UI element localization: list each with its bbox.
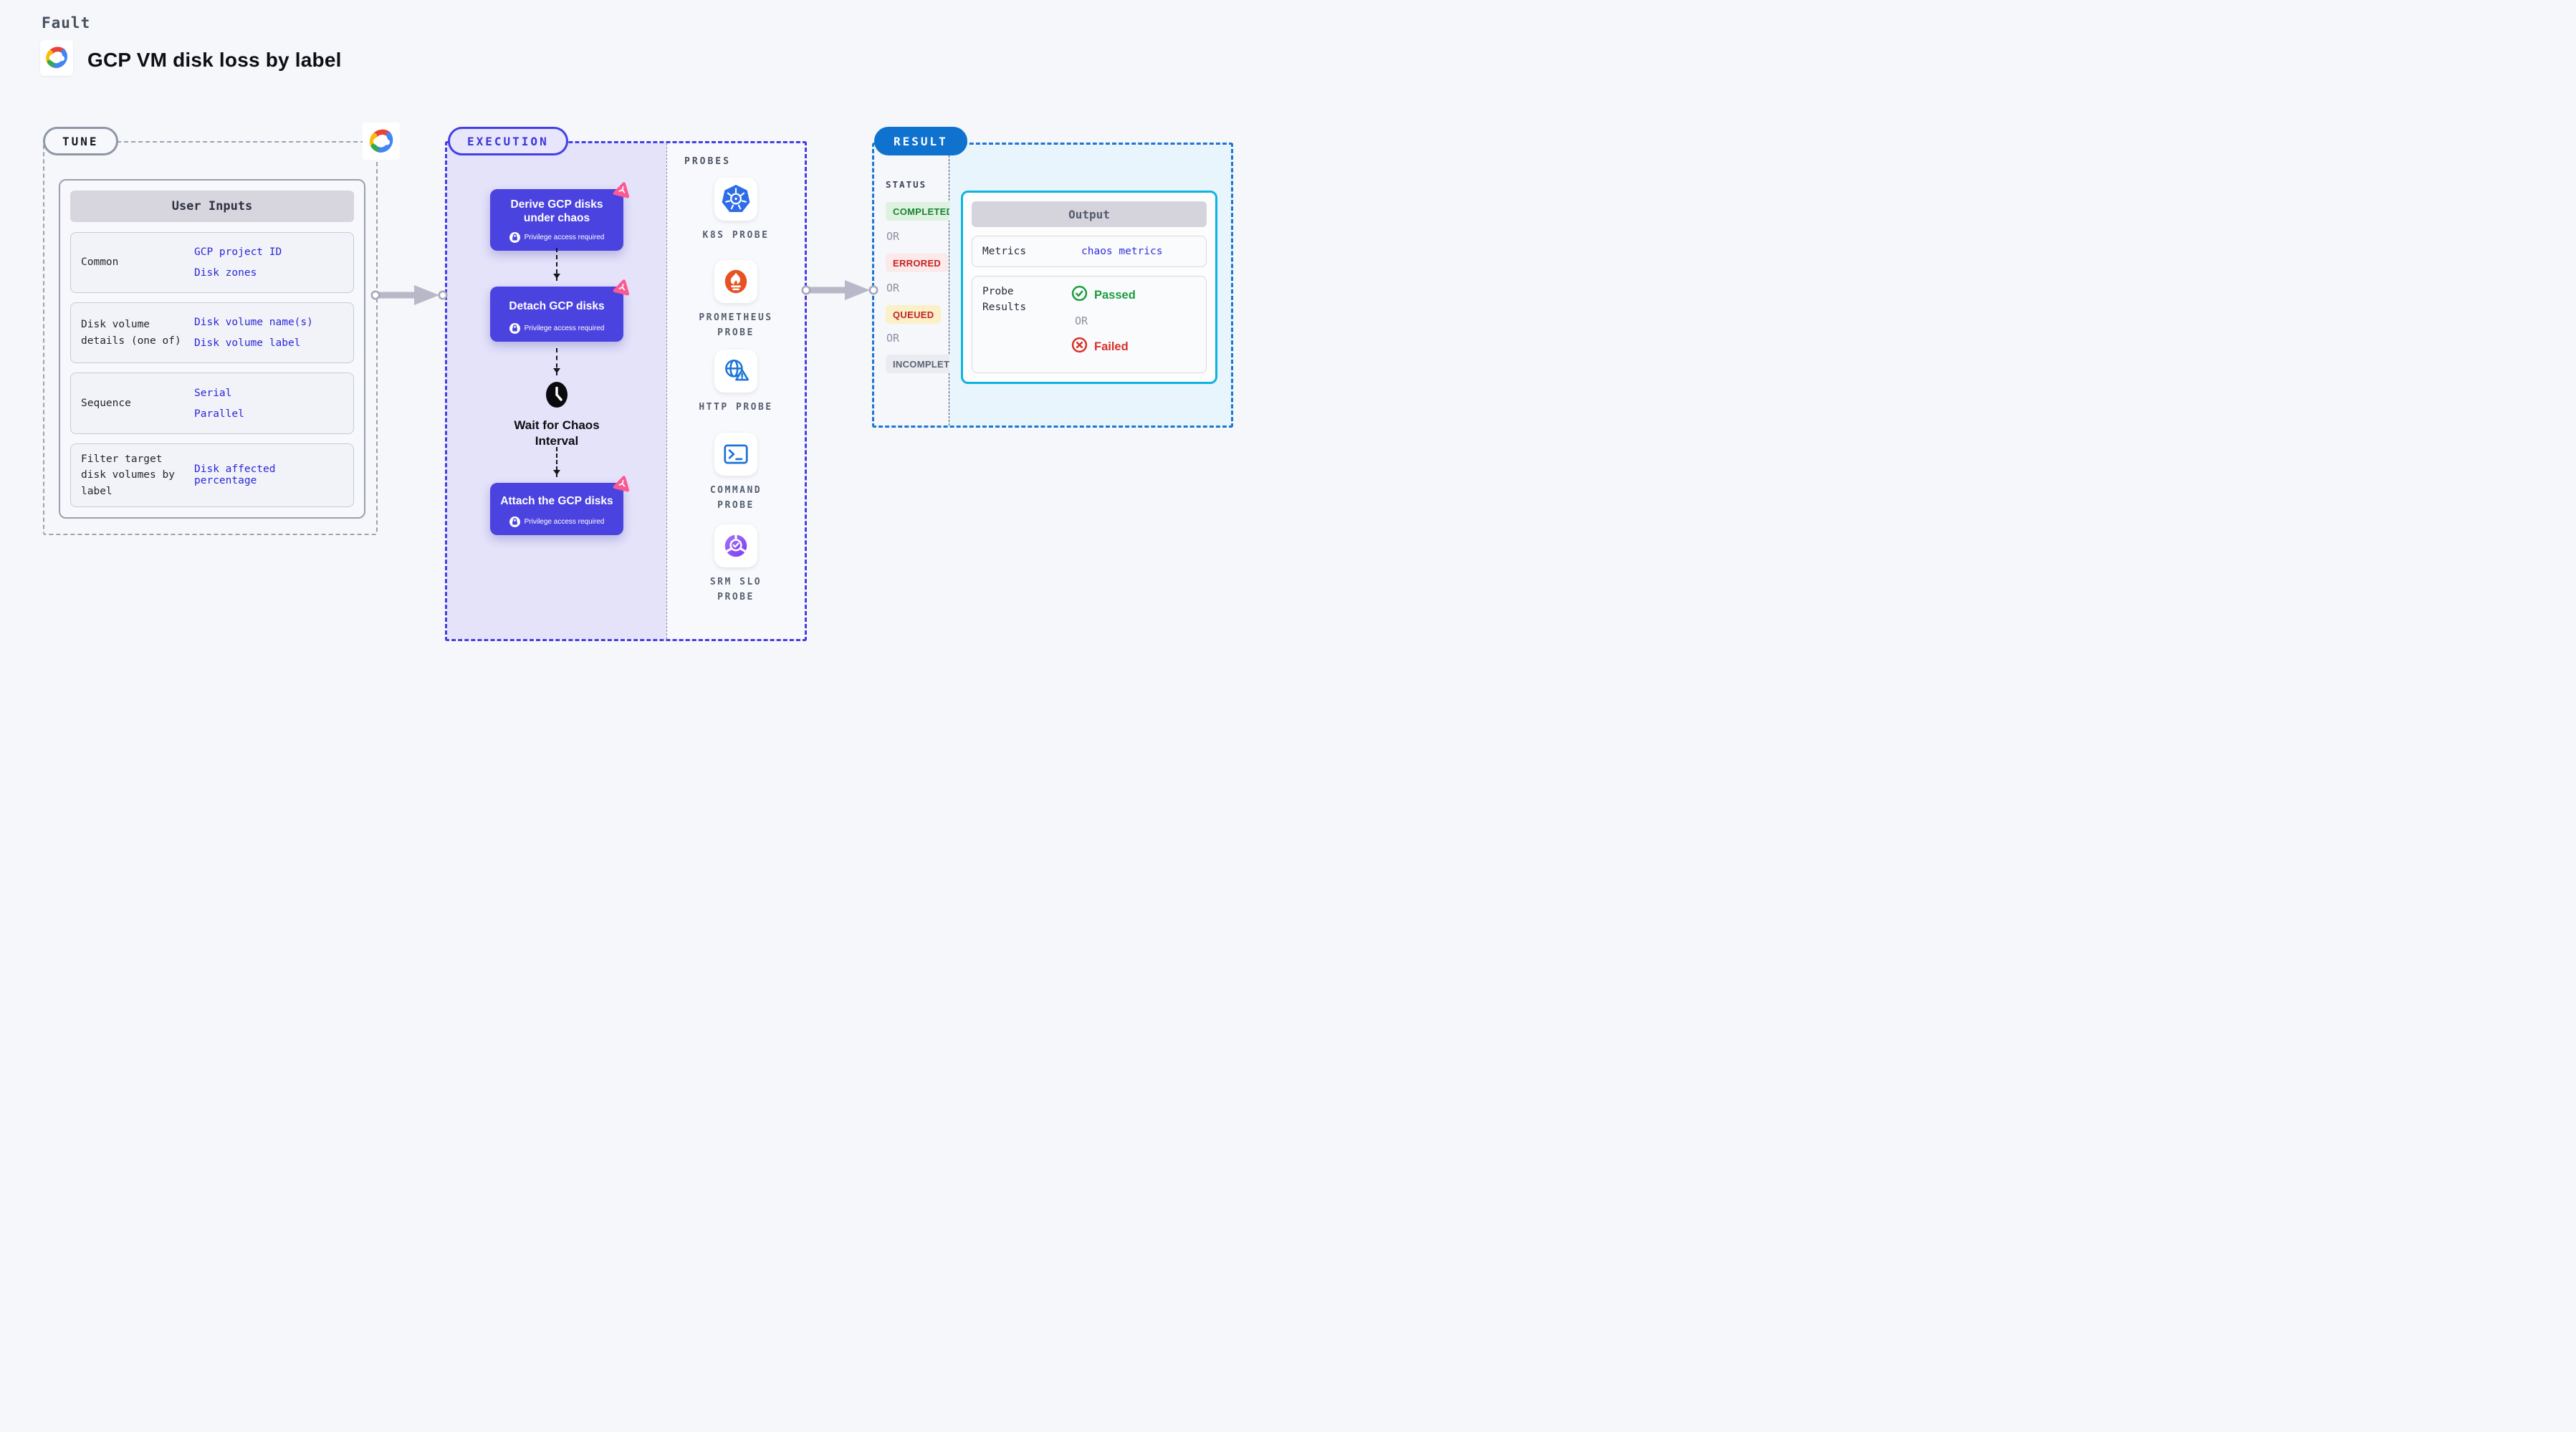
step-title: Detach GCP disks — [509, 300, 605, 312]
terminal-icon — [714, 433, 757, 476]
or-separator: OR — [886, 282, 900, 294]
user-inputs-header: User Inputs — [70, 191, 354, 222]
execution-badge: EXECUTION — [448, 127, 568, 155]
input-link[interactable]: Parallel — [194, 408, 244, 420]
probe-label: K8S PROBE — [702, 230, 770, 241]
row-label: Filter target disk volumes by label — [81, 453, 175, 497]
gcp-cloud-icon — [366, 126, 396, 157]
privilege-note: Privilege access required — [524, 325, 605, 333]
input-link[interactable]: Disk zones — [194, 267, 257, 279]
privilege-note: Privilege access required — [524, 233, 605, 241]
step-attach-gcp-disks: Attach the GCP disks Privilege access re… — [490, 476, 630, 536]
status-badge-completed: COMPLETED — [886, 202, 961, 221]
lock-icon — [509, 516, 520, 528]
output-card: Output Metrics chaos metrics Probe Resul… — [961, 191, 1217, 384]
probe-results-row: Probe Results Passed OR — [972, 276, 1207, 373]
status-badge-queued: QUEUED — [886, 305, 942, 324]
step-detach-gcp-disks: Detach GCP disks Privilege access requir… — [490, 279, 630, 342]
chaos-icon — [613, 474, 632, 497]
probe-label: COMMAND PROBE — [709, 485, 762, 511]
output-header: Output — [972, 201, 1207, 227]
lock-icon — [509, 231, 520, 243]
status-title: STATUS — [886, 179, 927, 190]
execution-to-result-arrow — [801, 280, 878, 300]
chaos-icon — [613, 181, 632, 203]
fault-eyebrow: Fault — [42, 14, 91, 32]
input-link[interactable]: Disk affected percentage — [194, 463, 276, 487]
flow-connector — [553, 348, 560, 375]
result-section: STATUS COMPLETED OR ERRORED OR QUEUED OR… — [872, 143, 1233, 428]
or-separator: OR — [886, 230, 900, 243]
probe-label: PROMETHEUS PROBE — [699, 312, 773, 338]
http-globe-icon — [714, 350, 757, 393]
probes-title: PROBES — [684, 156, 731, 167]
wait-step: Wait for Chaos Interval — [447, 380, 666, 449]
execution-section: Derive GCP disks under chaos Privilege a… — [445, 141, 807, 641]
probe-command: COMMAND PROBE — [667, 433, 805, 514]
step-title: Attach the GCP disks — [500, 495, 613, 507]
probes-panel: PROBES K8S PROBE — [666, 143, 805, 639]
check-circle-icon — [1071, 285, 1088, 305]
input-link[interactable]: Serial — [194, 387, 232, 399]
tune-section — [43, 141, 378, 535]
chaos-icon — [613, 278, 632, 301]
input-link[interactable]: Disk volume name(s) — [194, 317, 313, 329]
lock-icon — [509, 323, 520, 335]
status-badge-errored: ERRORED — [886, 254, 949, 272]
or-separator: OR — [1075, 314, 1088, 327]
privilege-note: Privilege access required — [524, 518, 605, 527]
failed-line: Failed — [1071, 337, 1136, 357]
user-inputs-card: User Inputs Common GCP project ID Disk z… — [59, 179, 365, 519]
or-separator: OR — [886, 332, 900, 345]
metrics-label: Metrics — [982, 245, 1027, 257]
x-circle-icon — [1071, 337, 1088, 357]
failed-label: Failed — [1094, 340, 1129, 353]
gcp-cloud-icon — [43, 44, 70, 72]
execution-flow-panel: Derive GCP disks under chaos Privilege a… — [447, 143, 666, 639]
gcp-logo-card — [40, 40, 73, 76]
user-inputs-rows: Common GCP project ID Disk zones Disk vo… — [70, 232, 354, 508]
probe-label: SRM SLO PROBE — [709, 577, 762, 602]
tune-gcp-card — [363, 122, 400, 160]
table-row: Filter target disk volumes by label Disk… — [70, 443, 354, 508]
probe-results-label: Probe Results — [982, 286, 1027, 314]
result-badge: RESULT — [874, 127, 967, 155]
probe-srm-slo: SRM SLO PROBE — [667, 524, 805, 605]
wait-step-label: Wait for Chaos Interval — [514, 418, 600, 448]
table-row: Sequence Serial Parallel — [70, 373, 354, 434]
chaos-metrics-link[interactable]: chaos metrics — [1081, 246, 1163, 257]
clock-icon — [544, 382, 570, 413]
metrics-row: Metrics chaos metrics — [972, 236, 1207, 267]
input-link[interactable]: Disk volume label — [194, 337, 301, 350]
flow-connector — [553, 447, 560, 477]
kubernetes-icon — [714, 178, 757, 221]
probe-prometheus: PROMETHEUS PROBE — [667, 260, 805, 341]
row-label: Disk volume details (one of) — [81, 319, 181, 347]
output-area: Output Metrics chaos metrics Probe Resul… — [949, 145, 1231, 426]
tune-badge: TUNE — [43, 127, 118, 155]
probe-http: HTTP PROBE — [667, 350, 805, 415]
flow-connector — [553, 248, 560, 281]
prometheus-icon — [714, 260, 757, 303]
probe-label: HTTP PROBE — [699, 402, 773, 413]
probe-k8s: K8S PROBE — [667, 178, 805, 244]
passed-label: Passed — [1094, 288, 1136, 302]
row-label: Common — [81, 256, 119, 269]
input-link[interactable]: GCP project ID — [194, 246, 282, 259]
table-row: Common GCP project ID Disk zones — [70, 232, 354, 294]
page-title: GCP VM disk loss by label — [87, 49, 342, 71]
fault-diagram: Fault GCP VM disk loss by label TUNE — [0, 0, 1288, 716]
status-column: STATUS COMPLETED OR ERRORED OR QUEUED OR… — [874, 145, 970, 426]
step-derive-gcp-disks: Derive GCP disks under chaos Privilege a… — [490, 182, 630, 251]
step-title: Derive GCP disks under chaos — [510, 198, 603, 225]
table-row: Disk volume details (one of) Disk volume… — [70, 302, 354, 364]
row-label: Sequence — [81, 397, 131, 409]
passed-line: Passed — [1071, 285, 1136, 305]
slo-donut-icon — [714, 524, 757, 567]
tune-to-execution-arrow — [370, 285, 448, 305]
